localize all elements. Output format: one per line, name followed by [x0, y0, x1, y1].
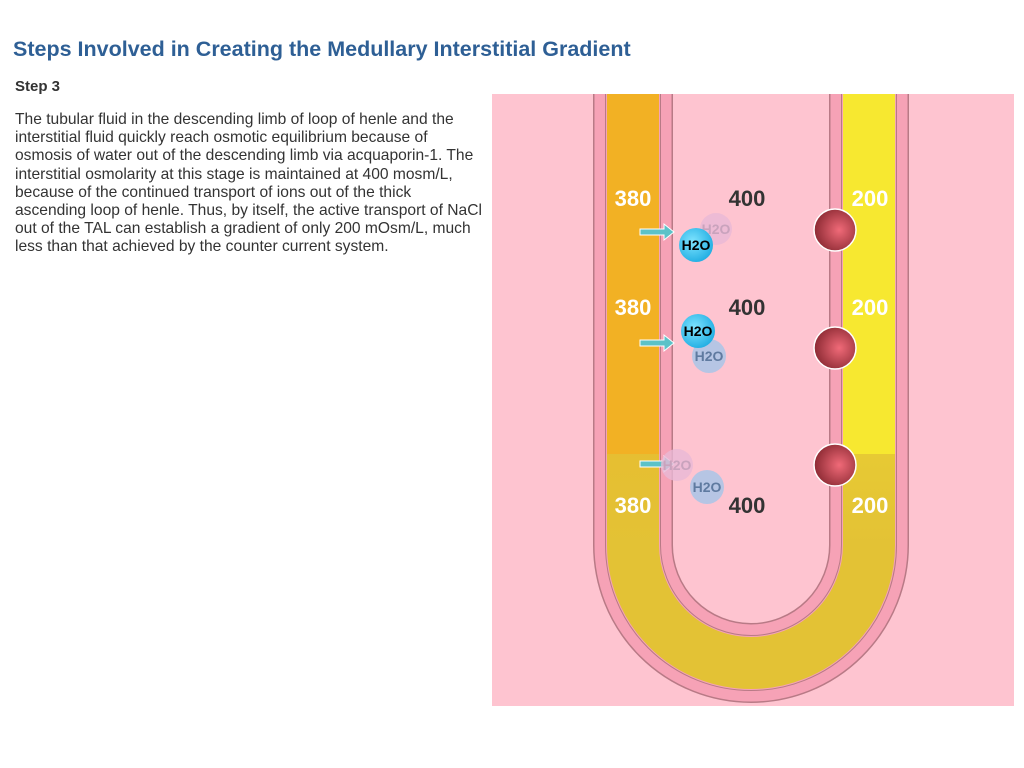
step-label: Step 3: [15, 78, 61, 95]
nacl-pumps: [813, 208, 857, 487]
interstitial-osmolarity: 400: [729, 295, 766, 320]
ascending-osmolarity: 200: [852, 295, 889, 320]
pump-icon: [813, 443, 857, 487]
water-molecule-faded: H2O: [663, 457, 692, 473]
tubular-lumen: [607, 94, 895, 689]
pump-icon: [813, 208, 857, 252]
tubule: [593, 94, 909, 703]
interstitium-background: [492, 94, 1014, 706]
descending-osmolarity: 380: [615, 186, 652, 211]
loop-of-henle-diagram: 380 380 380 400 400 400 200 200 200 H2O …: [492, 94, 1014, 706]
ascending-osmolarity: 200: [852, 186, 889, 211]
water-molecule-faded: H2O: [702, 221, 731, 237]
arrow-right-icon: [639, 333, 675, 353]
descending-osmolarity: 380: [615, 493, 652, 518]
step-description: The tubular fluid in the descending limb…: [15, 111, 482, 256]
descending-osmolarity: 380: [615, 295, 652, 320]
interstitial-osmolarity: 400: [729, 186, 766, 211]
water-molecule: H2O: [684, 323, 713, 339]
interstitial-osmolarity: 400: [729, 493, 766, 518]
water-molecule-faded: H2O: [695, 348, 724, 364]
water-molecule: H2O: [682, 237, 711, 253]
arrow-right-icon: [639, 222, 675, 242]
pump-icon: [813, 326, 857, 370]
ascending-osmolarity: 200: [852, 493, 889, 518]
water-molecule-faded: H2O: [693, 479, 722, 495]
page-title: Steps Involved in Creating the Medullary…: [13, 37, 631, 61]
water-molecules: H2O H2O H2O H2O H2O H2O: [661, 213, 732, 504]
